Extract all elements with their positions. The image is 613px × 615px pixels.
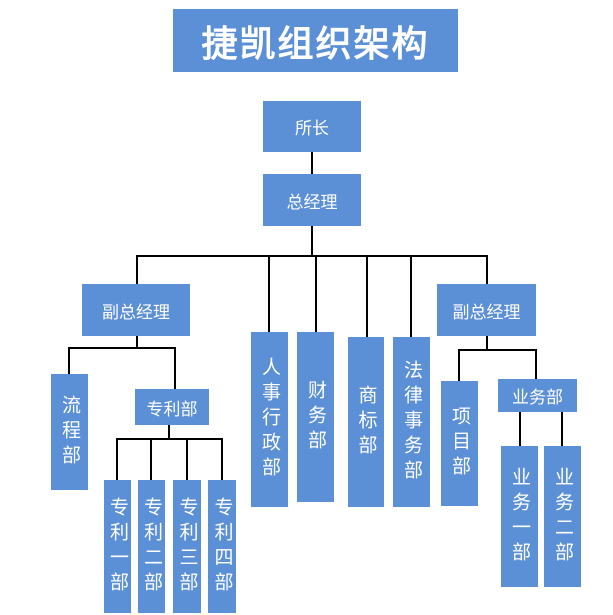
node-patent: 专利部 bbox=[135, 389, 209, 425]
connector-vp-right-down bbox=[486, 336, 488, 350]
connector-to-business bbox=[535, 349, 537, 379]
node-legal: 法律事务部 bbox=[393, 337, 430, 507]
connector-to-project bbox=[458, 349, 460, 381]
connector-gm-down bbox=[311, 226, 313, 256]
connector-to-business1 bbox=[519, 412, 521, 446]
node-business: 业务部 bbox=[498, 379, 577, 412]
connector-main-bus bbox=[137, 255, 487, 257]
node-patent-3: 专利三部 bbox=[173, 480, 201, 613]
connector-to-business2 bbox=[561, 412, 563, 446]
connector-vp-right-bus bbox=[458, 349, 537, 351]
node-vice-gm-left: 副总经理 bbox=[82, 284, 190, 336]
node-patent-2: 专利二部 bbox=[138, 480, 165, 613]
connector-to-patent1 bbox=[116, 438, 118, 480]
connector-to-process bbox=[68, 347, 70, 374]
connector-to-trademark bbox=[366, 255, 368, 337]
connector-to-patent bbox=[174, 347, 176, 389]
connector-director-gm bbox=[311, 152, 313, 174]
node-trademark: 商标部 bbox=[348, 337, 384, 507]
connector-to-vp-left bbox=[136, 255, 138, 285]
connector-to-hr bbox=[268, 255, 270, 332]
node-patent-1: 专利一部 bbox=[104, 480, 131, 613]
node-director: 所长 bbox=[263, 101, 361, 152]
connector-patent-bus bbox=[116, 438, 223, 440]
node-vice-gm-right: 副总经理 bbox=[437, 284, 536, 336]
node-business-2: 业务二部 bbox=[544, 446, 581, 587]
connector-to-legal bbox=[410, 255, 412, 337]
node-project: 项目部 bbox=[441, 381, 478, 506]
node-finance: 财务部 bbox=[297, 332, 334, 502]
node-process: 流程部 bbox=[51, 374, 88, 490]
connector-patent-down bbox=[168, 425, 170, 439]
connector-to-vp-right bbox=[486, 255, 488, 285]
node-general-manager: 总经理 bbox=[263, 174, 361, 226]
connector-to-finance bbox=[315, 255, 317, 332]
connector-vp-left-bus bbox=[68, 347, 176, 349]
node-hr-admin: 人事行政部 bbox=[251, 332, 288, 507]
connector-vp-left-down bbox=[136, 336, 138, 348]
connector-to-patent4 bbox=[221, 438, 223, 480]
connector-to-patent2 bbox=[150, 438, 152, 480]
chart-title: 捷凯组织架构 bbox=[173, 9, 458, 72]
node-patent-4: 专利四部 bbox=[208, 480, 236, 613]
connector-to-patent3 bbox=[186, 438, 188, 480]
node-business-1: 业务一部 bbox=[501, 446, 538, 587]
